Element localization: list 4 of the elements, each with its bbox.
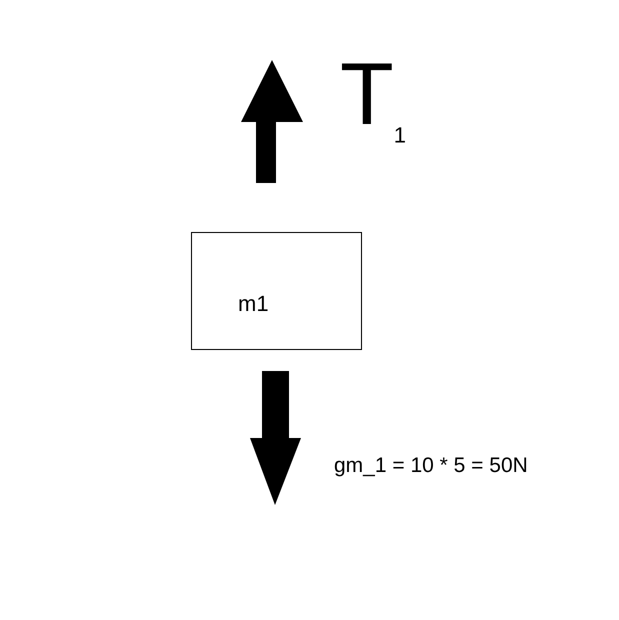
mass-label: m1 bbox=[238, 291, 269, 317]
force-label: T$_{1}$ bbox=[340, 50, 406, 147]
mass-box bbox=[191, 232, 362, 350]
force-label: gm_1 = 10 * 5 = 50N bbox=[334, 455, 528, 476]
